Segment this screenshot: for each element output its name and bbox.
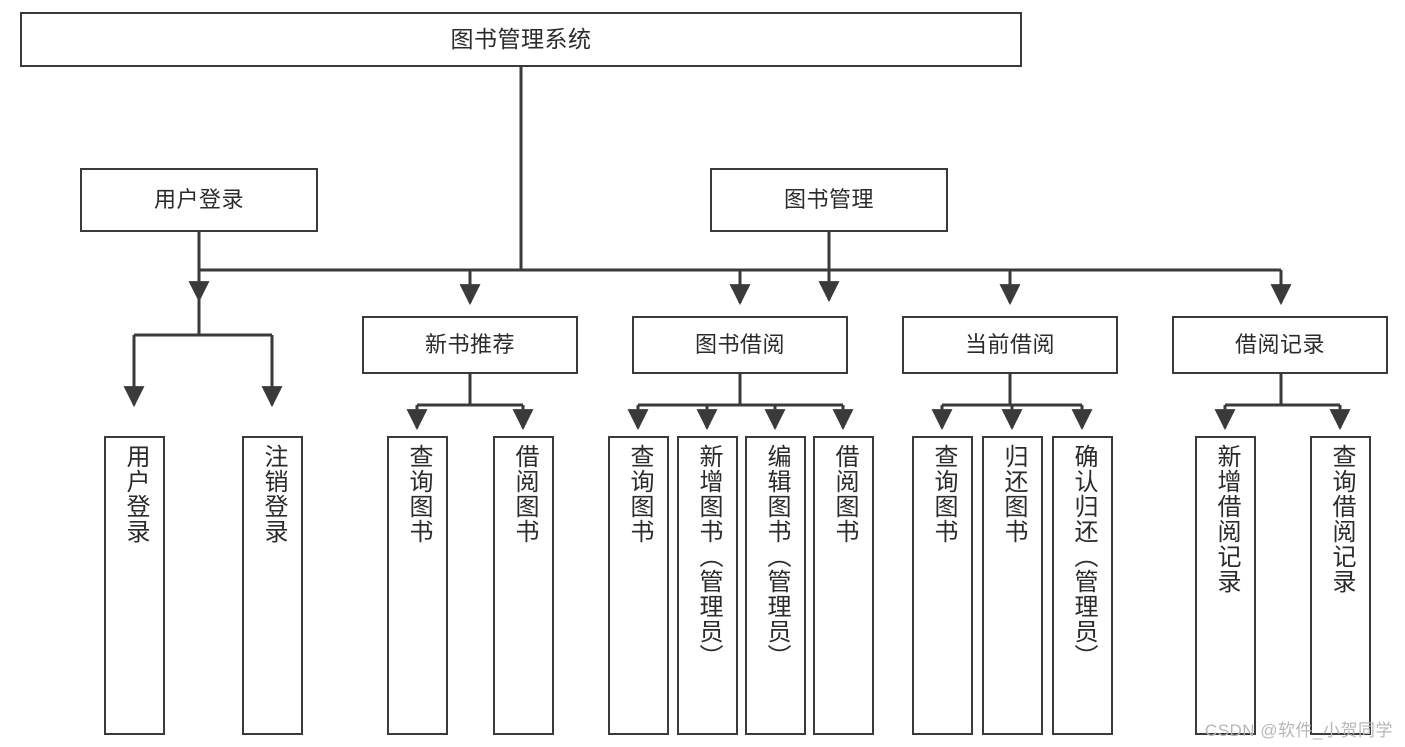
node-leaf-query-book-recommend-label: 查询图书: [404, 444, 432, 544]
node-leaf-borrow-book[interactable]: 借阅图书: [813, 436, 874, 735]
node-leaf-add-borrow-record-label: 新增借阅记录: [1212, 444, 1240, 594]
csdn-watermark: CSDN @软件_小贺同学: [1204, 721, 1393, 740]
node-leaf-borrow-book-label: 借阅图书: [830, 444, 858, 544]
node-leaf-return-book[interactable]: 归还图书: [982, 436, 1043, 735]
node-leaf-add-book[interactable]: 新增图书（管理员）: [677, 436, 738, 735]
node-leaf-return-book-label: 归还图书: [999, 444, 1027, 544]
node-current-borrow-label: 当前借阅: [964, 332, 1055, 358]
node-root-label: 图书管理系统: [450, 25, 592, 52]
node-leaf-edit-book-label: 编辑图书（管理员）: [762, 444, 790, 669]
node-leaf-query-book-current[interactable]: 查询图书: [912, 436, 973, 735]
node-leaf-logout[interactable]: 注销登录: [242, 436, 303, 735]
node-leaf-user-login-label: 用户登录: [121, 444, 149, 544]
node-leaf-user-login[interactable]: 用户登录: [104, 436, 165, 735]
node-leaf-query-book-recommend[interactable]: 查询图书: [387, 436, 448, 735]
node-leaf-query-borrow-record[interactable]: 查询借阅记录: [1310, 436, 1371, 735]
node-leaf-logout-label: 注销登录: [259, 444, 287, 544]
node-leaf-query-book-current-label: 查询图书: [929, 444, 957, 544]
node-book-borrow-label: 图书借阅: [694, 332, 785, 358]
node-new-book-recommend[interactable]: 新书推荐: [362, 316, 578, 374]
node-borrow-record-label: 借阅记录: [1234, 332, 1325, 358]
node-leaf-confirm-return-label: 确认归还（管理员）: [1069, 444, 1097, 669]
node-leaf-borrow-book-recommend[interactable]: 借阅图书: [493, 436, 554, 735]
node-leaf-add-book-label: 新增图书（管理员）: [694, 444, 722, 669]
node-book-management[interactable]: 图书管理: [710, 168, 948, 232]
node-leaf-query-book-borrow-label: 查询图书: [625, 444, 653, 544]
node-new-book-recommend-label: 新书推荐: [424, 332, 515, 358]
node-leaf-edit-book[interactable]: 编辑图书（管理员）: [745, 436, 806, 735]
node-leaf-confirm-return[interactable]: 确认归还（管理员）: [1052, 436, 1113, 735]
node-leaf-add-borrow-record[interactable]: 新增借阅记录: [1195, 436, 1256, 735]
node-leaf-borrow-book-recommend-label: 借阅图书: [510, 444, 538, 544]
node-book-borrow[interactable]: 图书借阅: [632, 316, 848, 374]
node-book-management-label: 图书管理: [783, 187, 874, 213]
node-leaf-query-book-borrow[interactable]: 查询图书: [608, 436, 669, 735]
node-user-login[interactable]: 用户登录: [80, 168, 318, 232]
node-user-login-label: 用户登录: [153, 187, 244, 213]
node-leaf-query-borrow-record-label: 查询借阅记录: [1327, 444, 1355, 594]
node-current-borrow[interactable]: 当前借阅: [902, 316, 1118, 374]
node-borrow-record[interactable]: 借阅记录: [1172, 316, 1388, 374]
node-root[interactable]: 图书管理系统: [20, 12, 1022, 67]
